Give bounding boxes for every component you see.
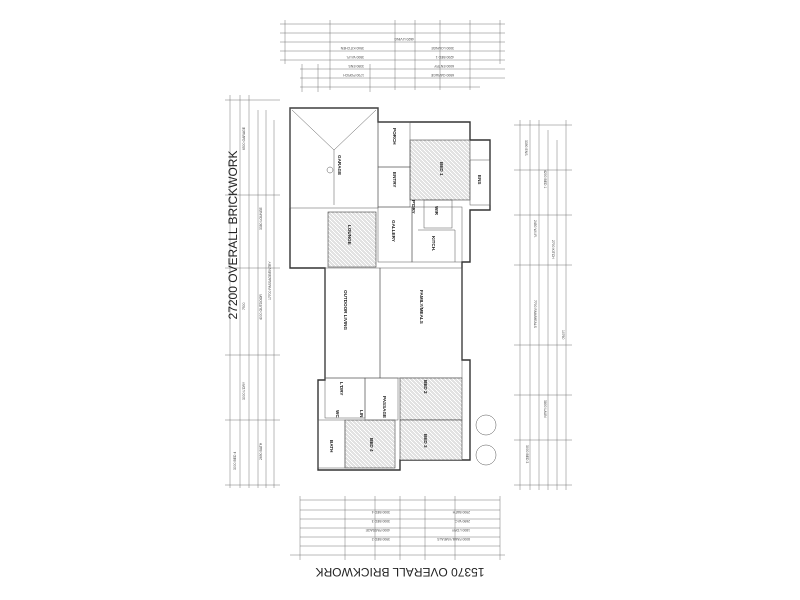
room-gallery: GALLERY	[391, 220, 396, 242]
room-labels: GARAGE PORCH ENTRY BED 1 WIR ENS LOUNGE …	[329, 128, 482, 453]
dim-bottom-2: 3900 BED 2	[372, 537, 390, 541]
bottom-overall-brickwork: 15370 OVERALL BRICKWORK	[316, 565, 485, 579]
dim-right-4: 2700 KITCH	[551, 240, 555, 259]
room-family-meals: FAMILY/MEALS	[419, 290, 424, 324]
left-dimension-block: 27200 OVERALL BRICKWORK 6500 GARAGE 3380…	[225, 95, 280, 488]
dim-left-7: 3000 BED 4	[233, 452, 237, 470]
room-lin: LIN	[359, 410, 364, 418]
room-porch: PORCH	[392, 128, 397, 145]
dim-top-1: 6500 GARAGE	[430, 73, 454, 77]
dim-left-3: 7500	[242, 302, 246, 310]
dim-right-5: 7700 FAM/MEALS	[533, 300, 537, 329]
dim-left-5: 3000 L'DRY	[242, 381, 246, 400]
room-garage: GARAGE	[337, 155, 342, 175]
dim-left-6: 2690 BATH	[259, 442, 263, 460]
dim-right-6: 3800 LAUN	[543, 400, 547, 418]
room-passage: PASSAGE	[382, 396, 387, 418]
dim-bottom-6: 3000 BED 3	[372, 519, 390, 523]
dim-left-4: 4000 OUTDOOR	[259, 294, 263, 320]
room-ens: ENS	[477, 175, 482, 184]
dim-top-9: 4620 LIVING	[394, 37, 414, 41]
dim-top-5: 4200 BED 1	[436, 55, 454, 59]
bottom-dimension-block: 8000 FAMILY/MEALS 3900 BED 2 1800 L'DRY …	[290, 496, 505, 579]
room-lndry: L'DRY	[339, 382, 344, 395]
dim-right-3: 2450 W.I.R.	[533, 220, 537, 238]
house-walls	[289, 107, 497, 471]
dim-top-3: 6000 ENTRY	[433, 64, 454, 68]
right-dimension-block: 3390 ENS 4200 BED 1 2450 W.I.R. 2700 KIT…	[514, 120, 572, 490]
dim-top-6: 3500 W.I.R.	[346, 55, 364, 59]
room-bed1: BED 1	[439, 162, 444, 176]
dim-bottom-8: 3000 BED 4	[372, 510, 390, 514]
dim-left-8: 17700 PASSAGE/ENTRY	[268, 261, 272, 300]
room-wc: WC	[335, 410, 340, 418]
dim-bottom-1: 8000 FAMILY/MEALS	[437, 537, 470, 541]
left-overall-brickwork: 27200 OVERALL BRICKWORK	[226, 151, 240, 320]
dim-top-2: 1700 PORCH	[343, 73, 364, 77]
room-lounge: LOUNGE	[347, 225, 352, 245]
room-bath: BATH	[329, 440, 334, 453]
top-dimension-block: 6500 GARAGE 1700 PORCH 6000 ENTRY 3390 E…	[280, 20, 505, 92]
room-outdoor-living: OUTDOOR LIVING	[343, 290, 348, 330]
room-bed2: BED 2	[423, 380, 428, 394]
dim-bottom-5: 2690 W.C.	[454, 519, 470, 523]
dim-bottom-4: 4000 PASSAGE	[365, 528, 390, 532]
room-wir: WIR	[434, 206, 439, 216]
room-entry: ENTRY	[392, 172, 397, 187]
dim-right-7: 3000 BED 3	[525, 445, 529, 463]
dim-bottom-7: 2900 BATH	[452, 510, 470, 514]
room-pdry: P'DRY	[411, 200, 416, 214]
dim-right-1: 3390 ENS	[524, 140, 528, 156]
dim-top-4: 3390 ENS	[348, 64, 364, 68]
dim-left-1: 6500 GARAGE	[242, 126, 246, 150]
dim-bottom-3: 1800 L'DRY	[451, 528, 470, 532]
dim-left-2: 3380 LOUNGE	[259, 206, 263, 230]
room-bed4: BED 4	[369, 438, 374, 452]
room-bed3: BED 3	[423, 434, 428, 448]
dim-top-8: 3940 KITCHEN	[340, 46, 364, 50]
dim-right-2: 4200 BED 1	[543, 170, 547, 188]
dim-right-8: 10760	[561, 330, 565, 340]
dim-top-7: 3000 LOUNGE	[430, 46, 454, 50]
room-kitch: KITCH.	[431, 236, 436, 251]
